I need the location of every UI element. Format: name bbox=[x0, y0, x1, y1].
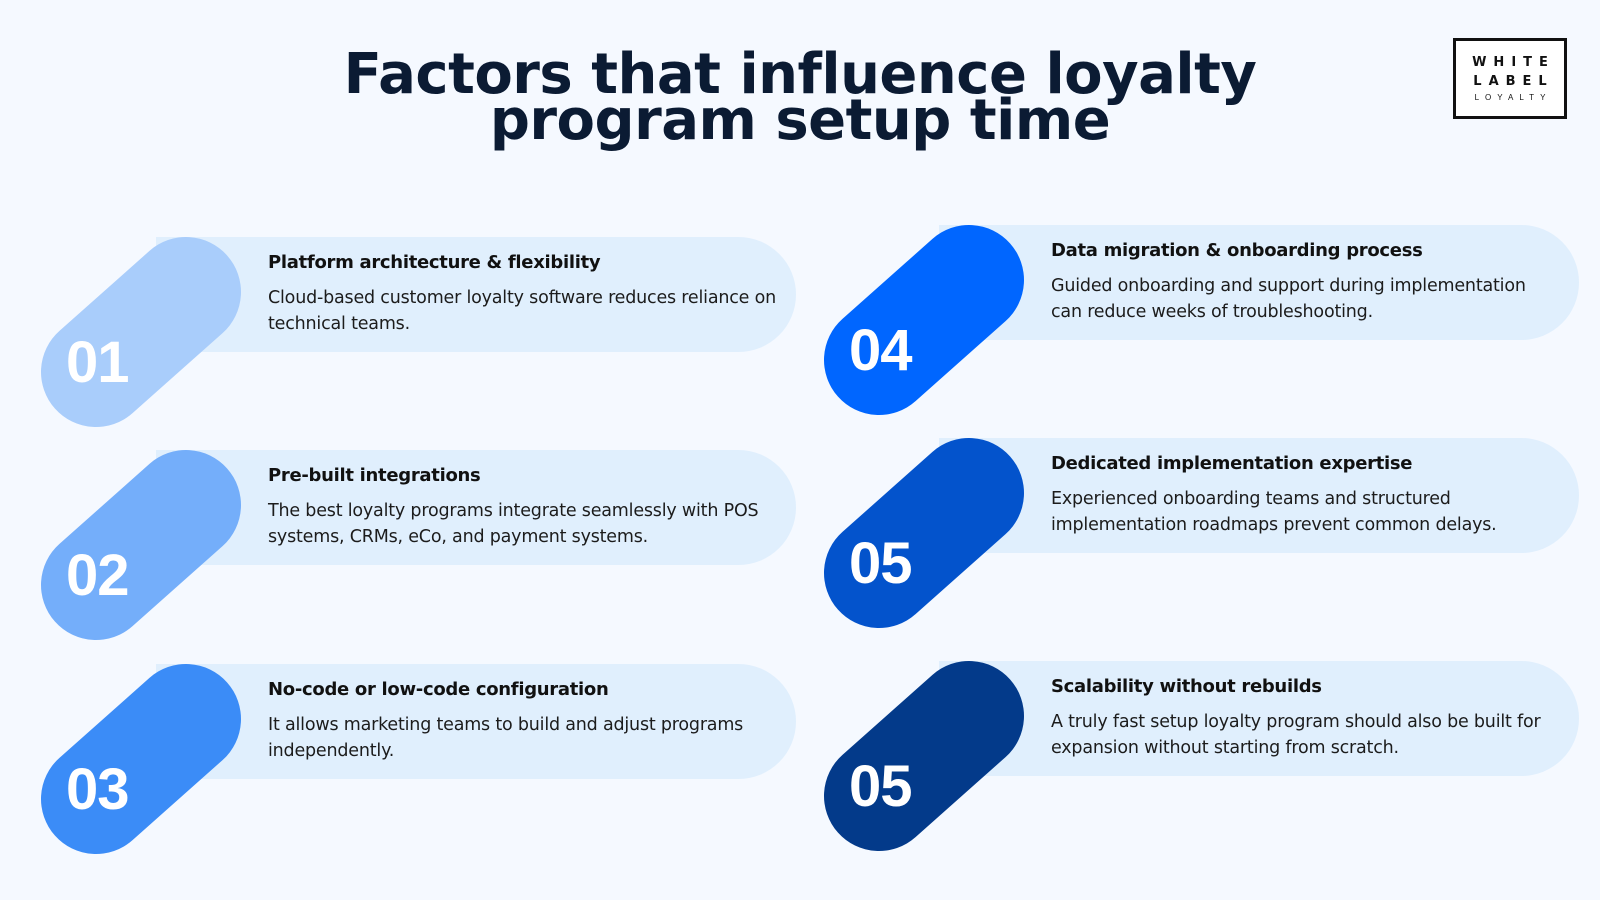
factor-description: Cloud-based customer loyalty software re… bbox=[268, 288, 776, 334]
factor-description: A truly fast setup loyalty program shoul… bbox=[1051, 712, 1541, 758]
factor-description: Experienced onboarding teams and structu… bbox=[1051, 489, 1497, 535]
number-pill: 05 bbox=[819, 661, 1034, 856]
factor-card-1: 01 Platform architecture & flexibility C… bbox=[36, 237, 796, 437]
pill-shape-icon bbox=[41, 237, 241, 427]
pill-shape-icon bbox=[824, 225, 1024, 415]
title-line-2: program setup time bbox=[489, 88, 1111, 153]
factor-heading: Data migration & onboarding process bbox=[1051, 240, 1423, 261]
number-pill: 03 bbox=[36, 664, 251, 859]
factor-heading: Platform architecture & flexibility bbox=[268, 252, 601, 273]
pill-shape-icon bbox=[41, 450, 241, 640]
pill-shape-icon bbox=[824, 438, 1024, 628]
factor-number: 04 bbox=[849, 318, 913, 383]
card-bar bbox=[156, 450, 796, 565]
card-bar bbox=[156, 664, 796, 779]
factor-card-6: 05 Scalability without rebuilds A truly … bbox=[819, 661, 1579, 861]
factor-number: 02 bbox=[66, 543, 130, 608]
pill-shape-icon bbox=[824, 661, 1024, 851]
logo-line-2: LABEL bbox=[1473, 74, 1554, 89]
factor-heading: Scalability without rebuilds bbox=[1051, 676, 1322, 697]
brand-logo: WHITE LABEL LOYALTY bbox=[1453, 38, 1567, 119]
number-pill: 05 bbox=[819, 438, 1034, 633]
logo-line-1: WHITE bbox=[1472, 55, 1555, 70]
factor-card-5: 05 Dedicated implementation expertise Ex… bbox=[819, 438, 1579, 638]
factor-heading: Dedicated implementation expertise bbox=[1051, 453, 1413, 474]
number-pill: 02 bbox=[36, 450, 251, 645]
factor-description: The best loyalty programs integrate seam… bbox=[268, 501, 759, 547]
number-pill: 04 bbox=[819, 225, 1034, 420]
factor-card-4: 04 Data migration & onboarding process G… bbox=[819, 225, 1579, 425]
number-pill: 01 bbox=[36, 237, 251, 432]
card-bar bbox=[939, 225, 1579, 340]
card-bar bbox=[939, 438, 1579, 553]
card-bar bbox=[156, 237, 796, 352]
factor-number: 03 bbox=[66, 757, 130, 822]
factor-heading: No-code or low-code configuration bbox=[268, 679, 609, 700]
factor-heading: Pre-built integrations bbox=[268, 465, 481, 486]
card-bar bbox=[939, 661, 1579, 776]
factor-number: 01 bbox=[66, 330, 130, 395]
title-line-1: Factors that influence loyalty bbox=[343, 42, 1257, 107]
factor-number: 05 bbox=[849, 754, 913, 819]
factor-card-2: 02 Pre-built integrations The best loyal… bbox=[36, 450, 796, 650]
factor-card-3: 03 No-code or low-code configuration It … bbox=[36, 664, 796, 864]
factor-description: Guided onboarding and support during imp… bbox=[1051, 276, 1526, 322]
factor-number: 05 bbox=[849, 531, 913, 596]
page-title: Factors that influence loyalty program s… bbox=[0, 42, 1600, 153]
pill-shape-icon bbox=[41, 664, 241, 854]
logo-line-3: LOYALTY bbox=[1474, 93, 1552, 102]
factor-description: It allows marketing teams to build and a… bbox=[268, 715, 744, 761]
